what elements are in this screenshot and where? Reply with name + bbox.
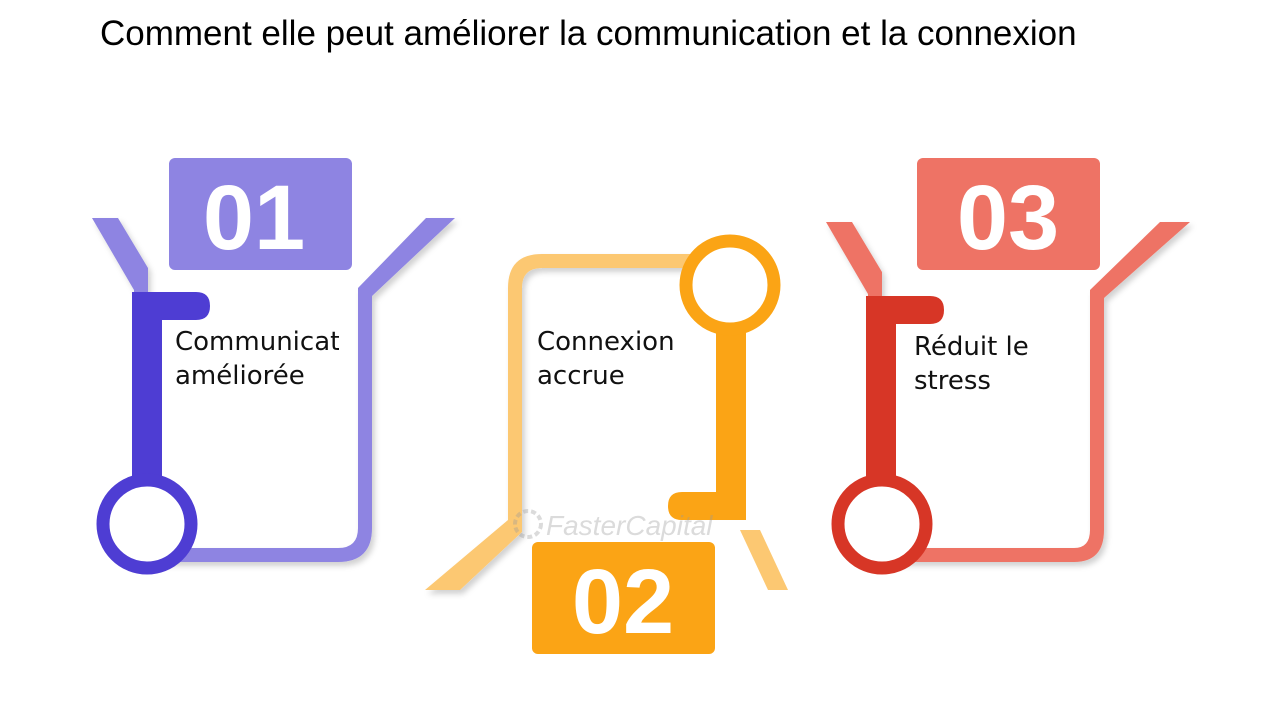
step-02-number: 02 (572, 551, 674, 653)
step-03-number: 03 (957, 167, 1059, 269)
step-01-line2: améliorée (175, 361, 305, 391)
step-01-number: 01 (203, 167, 305, 269)
step-03-circle-icon (831, 473, 933, 575)
step-03-number-badge (917, 158, 1100, 270)
step-02-frame-right (740, 530, 788, 590)
step-01-text: Communication améliorée (175, 325, 339, 393)
step-03-line2: stress (914, 366, 991, 396)
step-02: 02 (425, 234, 788, 654)
step-02-circle-icon (679, 234, 781, 336)
step-01-number-badge (169, 158, 352, 270)
step-03-connector (866, 296, 944, 485)
step-02-connector (668, 318, 746, 520)
step-02-number-badge (532, 542, 715, 654)
step-01-line1: Communication (175, 327, 339, 357)
step-03-line1: Réduit le (914, 332, 1029, 362)
watermark: FasterCapital (513, 509, 713, 541)
step-01-circle-icon (96, 473, 198, 575)
step-02-line2: accrue (537, 361, 625, 391)
step-01-frame (92, 218, 455, 562)
step-03: 03 (826, 158, 1190, 575)
step-01-connector (132, 292, 210, 485)
step-02-line1: Connexion (537, 327, 675, 357)
step-03-frame (826, 222, 1190, 562)
step-01: 01 (92, 158, 455, 575)
diagram-title: Comment elle peut améliorer la communica… (100, 14, 1077, 53)
step-03-text: Réduit le stress (914, 330, 1084, 398)
gear-icon (513, 509, 543, 539)
step-02-text: Connexion accrue (537, 325, 707, 393)
watermark-text: FasterCapital (546, 510, 713, 541)
